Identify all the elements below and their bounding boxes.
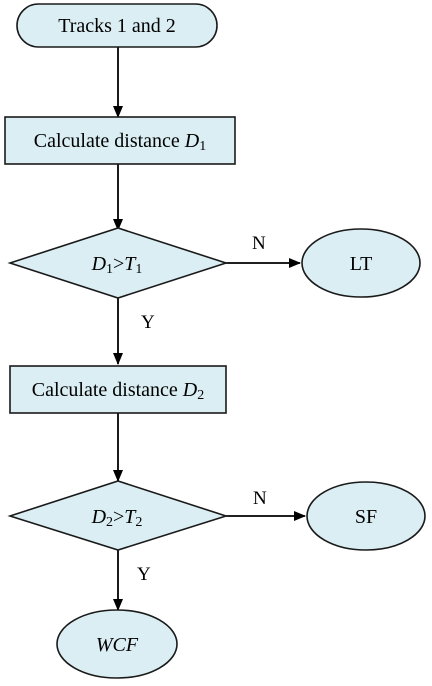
sf-terminator: [306, 481, 426, 551]
edge-label-dec2-yes: Y: [137, 564, 151, 585]
calc-d1-process: [4, 116, 236, 165]
start-label: Tracks 1 and 2: [58, 15, 176, 37]
edge-label-dec1-no: N: [252, 233, 266, 254]
calc-d2-label: Calculate distance D2: [32, 379, 205, 403]
lt-terminator: [301, 228, 421, 298]
calc-d1-label: Calculate distance D1: [34, 130, 207, 154]
wcf-terminator: [56, 609, 178, 679]
sf-label: SF: [355, 506, 377, 528]
calc-d2-process: [9, 365, 227, 414]
lt-label: LT: [350, 253, 373, 275]
wcf-label: WCF: [96, 634, 139, 656]
decision-d1-label: D1>T1: [91, 253, 143, 277]
edge-label-dec1-yes: Y: [141, 312, 155, 333]
edge-label-dec2-no: N: [253, 488, 267, 509]
decision-d2-label: D2>T2: [91, 506, 143, 530]
decision-d1-t1: [7, 227, 229, 299]
start-terminator: [16, 3, 218, 48]
decision-d2-t2: [7, 480, 229, 551]
